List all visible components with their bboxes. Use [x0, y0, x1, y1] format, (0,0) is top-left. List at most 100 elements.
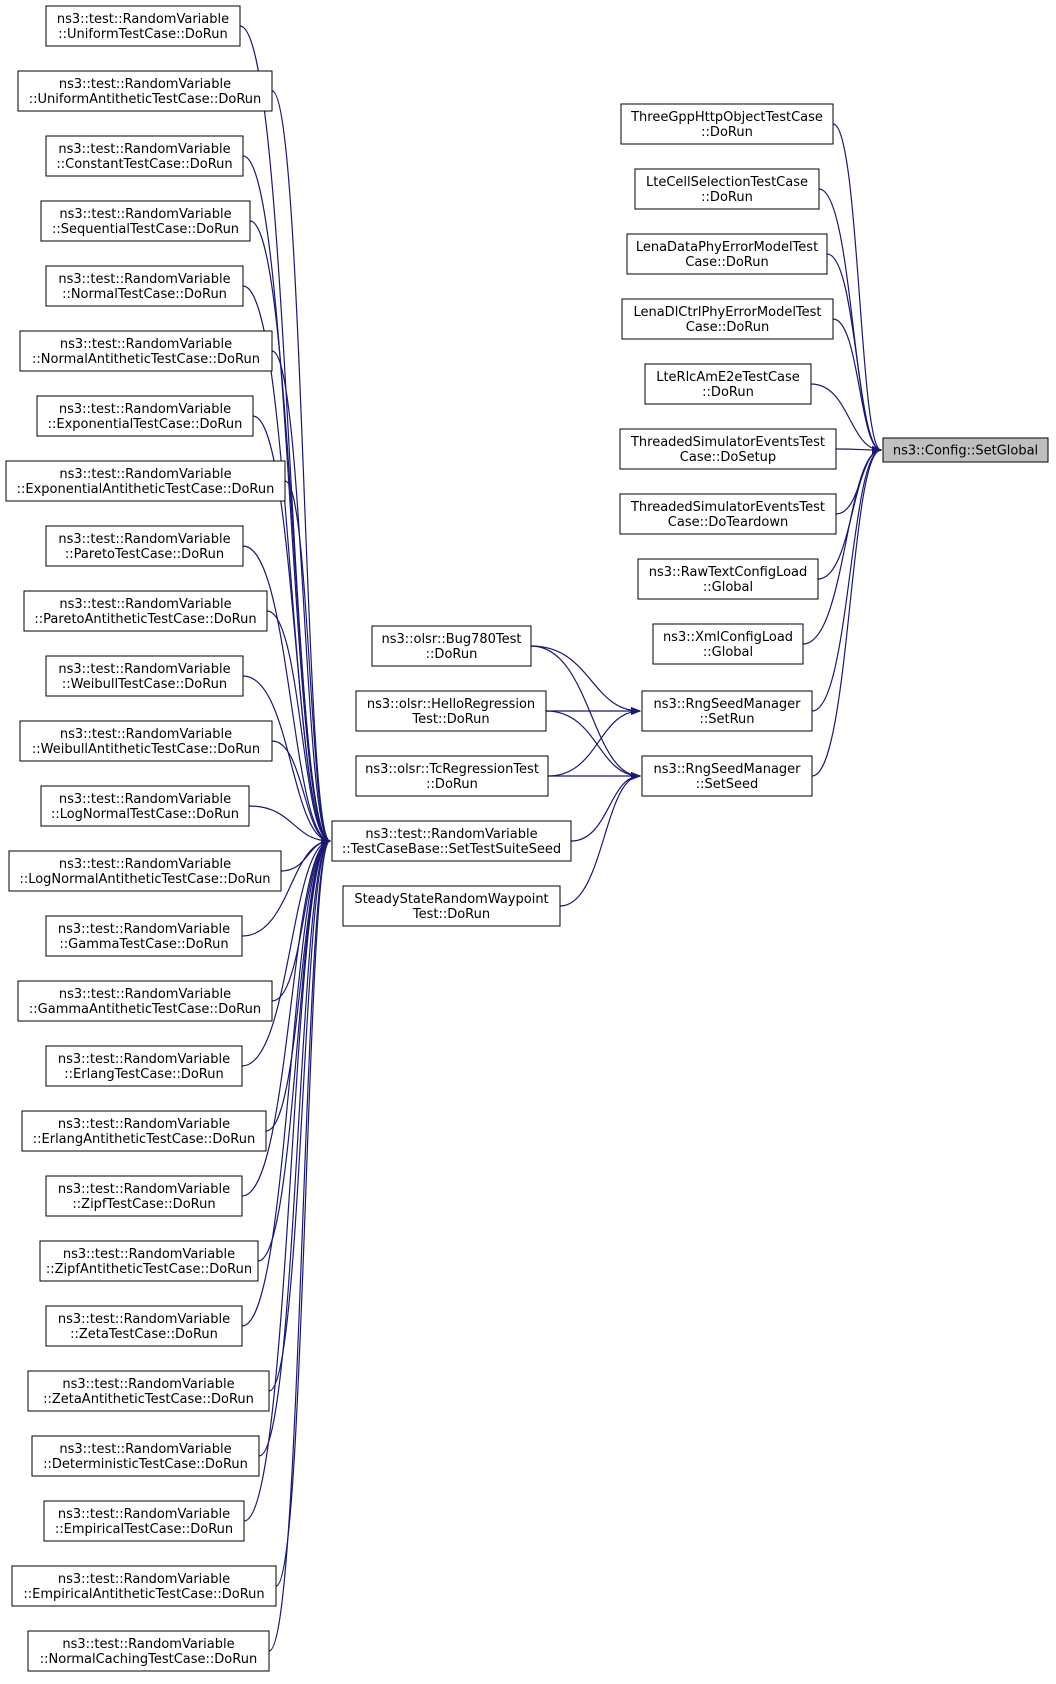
- node-bug780[interactable]: ns3::olsr::Bug780Test::DoRun: [371, 625, 532, 667]
- node-empirical[interactable]: ns3::test::RandomVariable::EmpiricalTest…: [43, 1500, 245, 1542]
- node-sequential[interactable]: ns3::test::RandomVariable::SequentialTes…: [40, 200, 251, 242]
- node-erlang-anti[interactable]: ns3::test::RandomVariable::ErlangAntithe…: [21, 1110, 267, 1152]
- node-lte-rlc-am[interactable]: LteRlcAmE2eTestCase::DoRun: [644, 363, 812, 405]
- edge-zipf-to-suite_seed: [241, 837, 331, 1197]
- node-label-line: ::UniformTestCase::DoRun: [58, 27, 228, 42]
- node-tc-regression[interactable]: ns3::olsr::TcRegressionTest::DoRun: [355, 755, 549, 797]
- node-box: [641, 690, 813, 732]
- node-pareto-anti[interactable]: ns3::test::RandomVariable::ParetoAntithe…: [23, 590, 268, 632]
- node-label-line: ThreadedSimulatorEventsTest: [630, 500, 825, 515]
- node-label-line: Test::DoRun: [411, 712, 489, 727]
- node-label-line: ::NormalTestCase::DoRun: [62, 287, 227, 302]
- node-label-line: ns3::test::RandomVariable: [58, 922, 230, 937]
- edge-lena_data_phy-to-setglobal: [826, 253, 882, 454]
- node-label-line: ::UniformAntitheticTestCase::DoRun: [29, 92, 262, 107]
- node-gamma-anti[interactable]: ns3::test::RandomVariable::GammaAntithet…: [17, 980, 273, 1022]
- node-box: [11, 1565, 277, 1607]
- node-gamma[interactable]: ns3::test::RandomVariable::GammaTestCase…: [45, 915, 243, 957]
- node-label-line: ns3::test::RandomVariable: [58, 532, 230, 547]
- node-label-line: ::DoRun: [426, 777, 478, 792]
- node-label-line: ::DoRun: [702, 385, 754, 400]
- node-set-seed[interactable]: ns3::RngSeedManager::SetSeed: [641, 755, 813, 797]
- node-exponential-anti[interactable]: ns3::test::RandomVariable::ExponentialAn…: [5, 460, 286, 502]
- node-uniform-anti[interactable]: ns3::test::RandomVariable::UniformAntith…: [17, 70, 273, 112]
- node-label-line: ::WeibullAntitheticTestCase::DoRun: [32, 742, 260, 757]
- edge-steady_state-to-set_seed: [559, 772, 641, 907]
- edge-threaded_teardown-to-setglobal: [835, 446, 882, 515]
- node-lognormal[interactable]: ns3::test::RandomVariable::LogNormalTest…: [40, 785, 250, 827]
- node-three-gpp-http[interactable]: ThreeGppHttpObjectTestCase::DoRun: [620, 103, 834, 145]
- node-erlang[interactable]: ns3::test::RandomVariable::ErlangTestCas…: [45, 1045, 243, 1087]
- node-zipf[interactable]: ns3::test::RandomVariable::ZipfTestCase:…: [45, 1175, 243, 1217]
- edge-three_gpp_http-to-setglobal: [832, 123, 882, 454]
- node-label-line: ns3::XmlConfigLoad: [663, 630, 793, 645]
- node-box: [619, 493, 837, 535]
- node-normal[interactable]: ns3::test::RandomVariable::NormalTestCas…: [45, 265, 244, 307]
- node-uniform[interactable]: ns3::test::RandomVariable::UniformTestCa…: [45, 5, 241, 47]
- node-zeta[interactable]: ns3::test::RandomVariable::ZetaTestCase:…: [45, 1305, 243, 1347]
- edge-erlang-to-suite_seed: [241, 837, 331, 1067]
- node-label-line: ns3::RngSeedManager: [653, 762, 801, 777]
- edge-set_run-to-setglobal: [811, 446, 882, 712]
- node-label-line: ns3::test::RandomVariable: [59, 792, 231, 807]
- node-label-line: Case::DoRun: [685, 255, 768, 270]
- node-label-line: LteRlcAmE2eTestCase: [656, 370, 800, 385]
- node-label-line: ns3::test::RandomVariable: [58, 662, 230, 677]
- node-label-line: ns3::olsr::TcRegressionTest: [365, 762, 539, 777]
- node-label-line: ThreadedSimulatorEventsTest: [630, 435, 825, 450]
- node-label-line: LteCellSelectionTestCase: [646, 175, 808, 190]
- node-weibull[interactable]: ns3::test::RandomVariable::WeibullTestCa…: [45, 655, 244, 697]
- node-lte-cell-selection[interactable]: LteCellSelectionTestCase::DoRun: [634, 168, 820, 210]
- node-normal-anti[interactable]: ns3::test::RandomVariable::NormalAntithe…: [19, 330, 273, 372]
- node-box: [45, 1045, 243, 1087]
- node-zipf-anti[interactable]: ns3::test::RandomVariable::ZipfAntitheti…: [39, 1240, 259, 1282]
- node-box: [39, 1240, 259, 1282]
- edge-normal_anti-to-suite_seed: [271, 350, 331, 845]
- node-label-line: ns3::test::RandomVariable: [59, 857, 231, 872]
- edge-weibull_anti-to-suite_seed: [271, 740, 331, 845]
- node-set-run[interactable]: ns3::RngSeedManager::SetRun: [641, 690, 813, 732]
- edge-set_seed-to-setglobal: [811, 446, 882, 777]
- node-xml-config[interactable]: ns3::XmlConfigLoad::Global: [652, 623, 804, 665]
- node-weibull-anti[interactable]: ns3::test::RandomVariable::WeibullAntith…: [19, 720, 273, 762]
- node-box: [27, 1630, 270, 1672]
- node-label-line: ns3::RngSeedManager: [653, 697, 801, 712]
- node-exponential[interactable]: ns3::test::RandomVariable::ExponentialTe…: [36, 395, 254, 437]
- edge-tc_regression-to-set_run: [547, 707, 641, 777]
- node-box: [637, 558, 819, 600]
- node-label-line: Test::DoRun: [412, 907, 490, 922]
- node-label-line: ns3::test::RandomVariable: [365, 827, 537, 842]
- node-setglobal[interactable]: ns3::Config::SetGlobal: [882, 437, 1049, 463]
- node-box: [331, 820, 572, 862]
- node-label-line: Case::DoTeardown: [668, 515, 788, 530]
- node-box: [882, 437, 1049, 463]
- node-zeta-anti[interactable]: ns3::test::RandomVariable::ZetaAntitheti…: [27, 1370, 270, 1412]
- node-raw-text-config[interactable]: ns3::RawTextConfigLoad::Global: [637, 558, 819, 600]
- node-empirical-anti[interactable]: ns3::test::RandomVariable::EmpiricalAnti…: [11, 1565, 277, 1607]
- node-box: [19, 330, 273, 372]
- node-normal-caching[interactable]: ns3::test::RandomVariable::NormalCaching…: [27, 1630, 270, 1672]
- node-label-line: ns3::test::RandomVariable: [59, 467, 231, 482]
- node-pareto[interactable]: ns3::test::RandomVariable::ParetoTestCas…: [45, 525, 244, 567]
- node-box: [36, 395, 254, 437]
- node-constant[interactable]: ns3::test::RandomVariable::ConstantTestC…: [45, 135, 244, 177]
- node-box: [21, 1110, 267, 1152]
- node-label-line: ::ParetoAntitheticTestCase::DoRun: [34, 612, 256, 627]
- node-label-line: ns3::test::RandomVariable: [59, 1442, 231, 1457]
- node-label-line: ::ErlangTestCase::DoRun: [64, 1067, 223, 1082]
- node-label-line: ::ZipfTestCase::DoRun: [72, 1197, 215, 1212]
- node-suite-seed[interactable]: ns3::test::RandomVariable::TestCaseBase:…: [331, 820, 572, 862]
- node-lognormal-anti[interactable]: ns3::test::RandomVariable::LogNormalAnti…: [8, 850, 282, 892]
- node-label-line: ns3::test::RandomVariable: [58, 1117, 230, 1132]
- node-threaded-teardown[interactable]: ThreadedSimulatorEventsTestCase::DoTeard…: [619, 493, 837, 535]
- node-box: [342, 885, 561, 927]
- node-box: [45, 5, 241, 47]
- node-deterministic[interactable]: ns3::test::RandomVariable::Deterministic…: [31, 1435, 260, 1477]
- edge-exponential_anti-to-suite_seed: [284, 480, 331, 845]
- node-label-line: ns3::test::RandomVariable: [60, 337, 232, 352]
